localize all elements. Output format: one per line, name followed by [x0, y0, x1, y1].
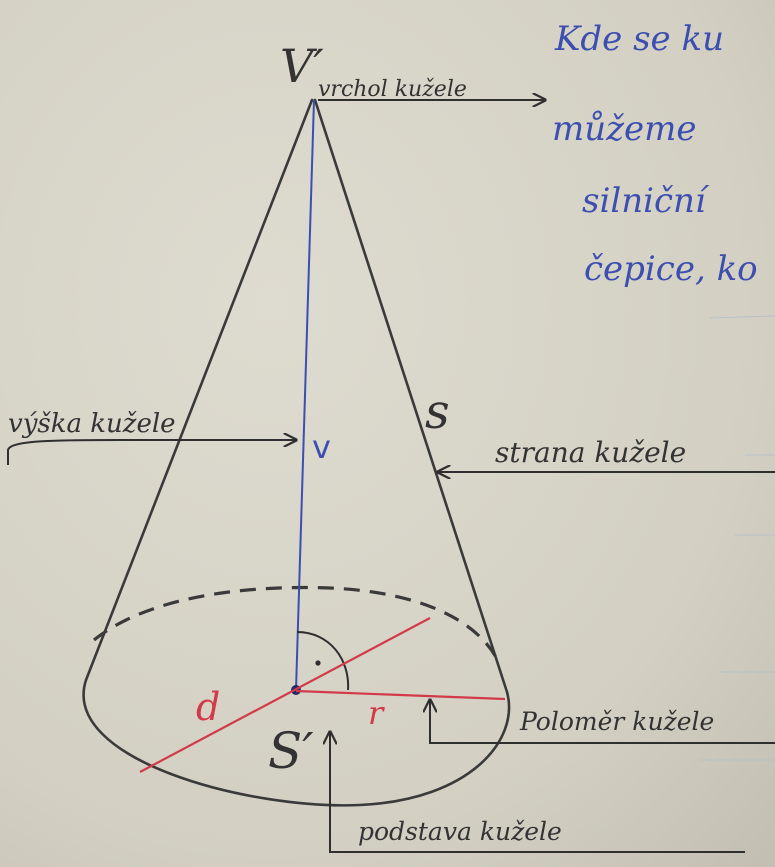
side-label: strana kužele	[495, 436, 686, 469]
note-line-2: můžeme	[552, 109, 697, 149]
ruled-lines	[700, 315, 775, 761]
height-letter: v	[312, 428, 331, 466]
right-angle-mark	[296, 631, 350, 691]
base-label: podstava kužele	[358, 817, 562, 846]
radius-label: Poloměr kužele	[519, 707, 714, 736]
note-line-3: silniční	[582, 181, 710, 221]
height-arrow	[7, 440, 296, 465]
height-line	[295, 99, 315, 691]
radius-arrow	[430, 700, 775, 744]
right-angle-dot	[315, 660, 321, 666]
radius-letter: r	[368, 694, 385, 732]
diameter-letter: d	[196, 685, 220, 729]
note-line-4: čepice, ko	[584, 249, 758, 289]
height-label: výška kužele	[8, 409, 176, 439]
base-arrow	[330, 732, 745, 853]
vertex-letter: V′	[280, 39, 324, 93]
center-letter: S′	[268, 722, 314, 780]
diameter-line	[139, 617, 431, 773]
cone-base-back	[92, 585, 502, 666]
radius-line	[295, 689, 506, 701]
cone-sides	[84, 98, 509, 694]
cone-base-front	[82, 679, 511, 807]
vertex-label: vrchol kužele	[318, 77, 467, 102]
note-line-1: Kde se ku	[554, 19, 724, 59]
side-letter: s	[425, 384, 450, 440]
